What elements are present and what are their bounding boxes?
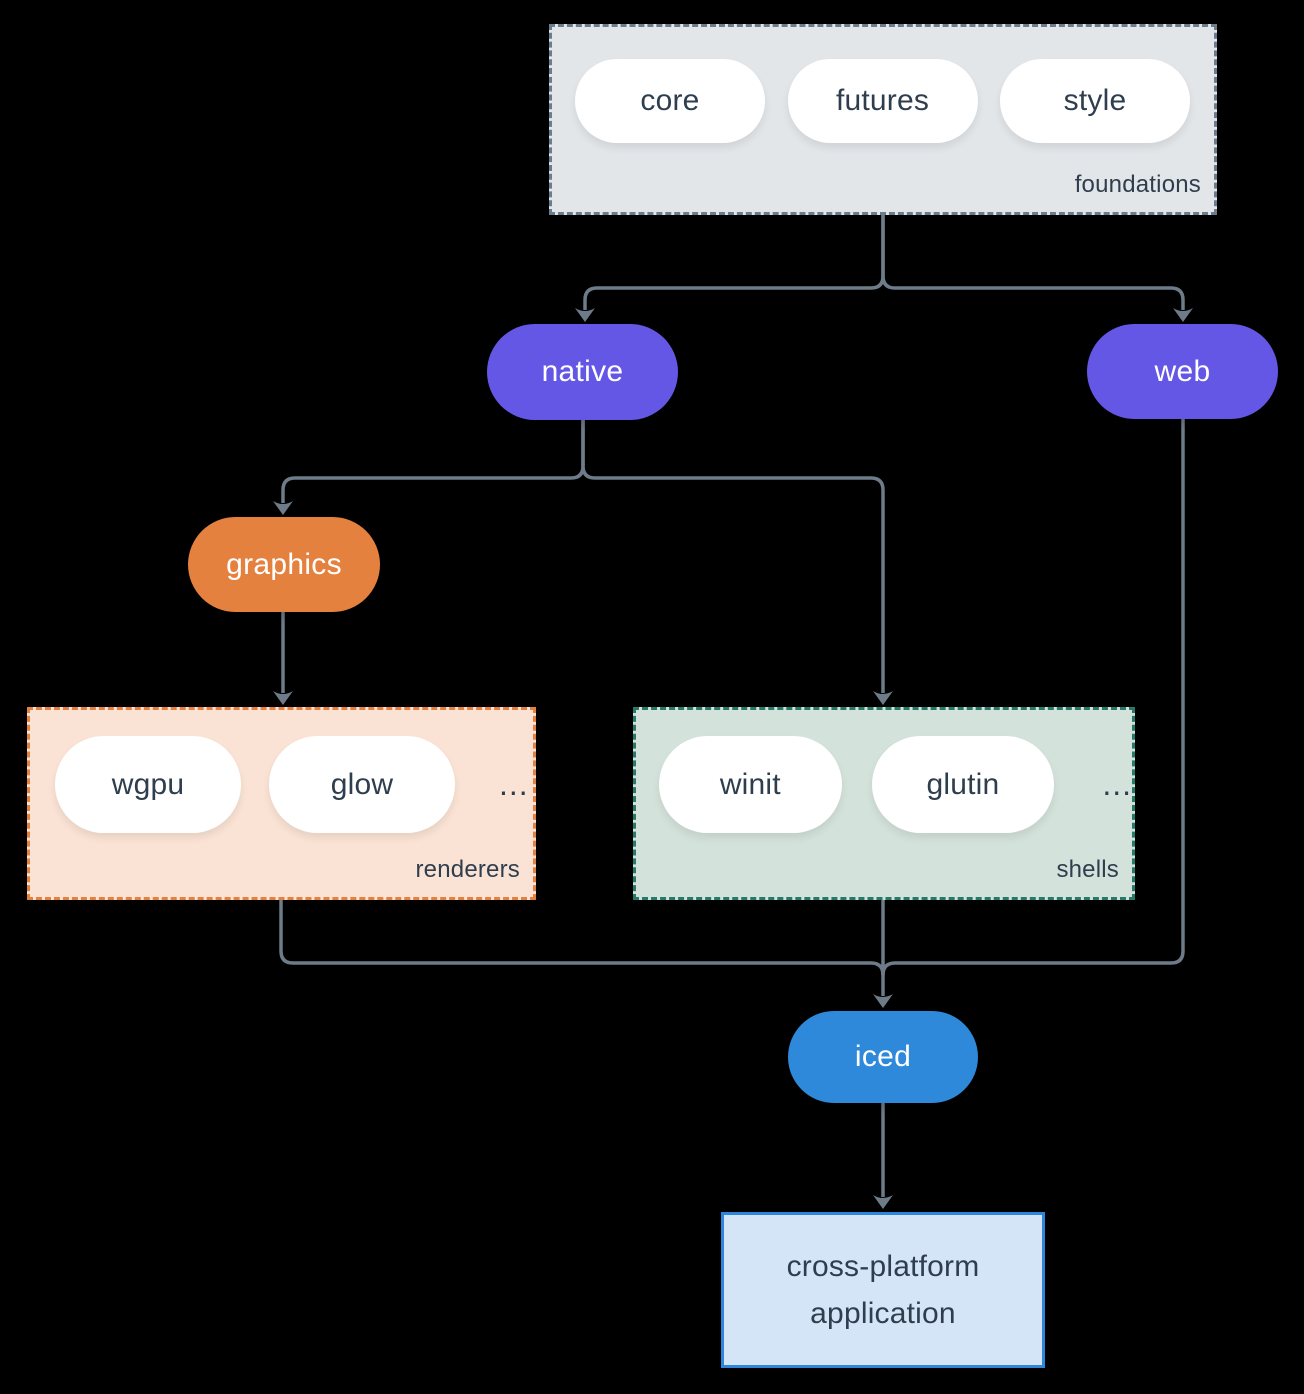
foundations-group-box: core futures style foundations [549, 24, 1217, 215]
edge-foundations-to-native [583, 215, 885, 310]
arrowhead-renderers [273, 691, 293, 705]
arrowhead-application [873, 1195, 893, 1209]
node-cross-platform-application: cross-platform application [721, 1212, 1045, 1368]
shells-group-box: winit glutin ... shells [633, 707, 1135, 900]
renderers-group-box: wgpu glow ... renderers [27, 707, 536, 900]
arrowhead-web [1173, 308, 1193, 322]
renderers-pill-row: wgpu glow ... [30, 710, 533, 833]
shells-ellipsis: ... [1102, 766, 1132, 802]
node-core: core [575, 59, 765, 143]
renderers-ellipsis: ... [499, 766, 529, 802]
node-graphics: graphics [188, 517, 380, 612]
node-glow: glow [269, 736, 455, 833]
arrowhead-graphics [273, 501, 293, 515]
foundations-group-label: foundations [1074, 171, 1201, 198]
foundations-pill-row: core futures style [552, 27, 1214, 143]
node-winit: winit [659, 736, 842, 833]
node-iced: iced [788, 1011, 978, 1103]
node-futures: futures [787, 59, 978, 143]
node-style: style [1000, 59, 1190, 143]
node-glutin: glutin [871, 736, 1055, 833]
arrowhead-native [575, 308, 595, 322]
node-wgpu: wgpu [55, 736, 241, 833]
edge-renderers-to-iced [279, 900, 885, 976]
arrowhead-iced [873, 994, 893, 1008]
shells-group-label: shells [1056, 856, 1119, 883]
edge-native-to-shells [581, 420, 885, 693]
edge-native-to-graphics [281, 420, 585, 503]
node-native: native [487, 324, 678, 420]
shells-pill-row: winit glutin ... [636, 710, 1132, 833]
renderers-group-label: renderers [415, 856, 520, 883]
edge-foundations-to-web [881, 215, 1185, 310]
arrowhead-shells [873, 691, 893, 705]
application-label-line1: cross-platform [786, 1250, 980, 1283]
node-web: web [1087, 324, 1278, 419]
application-label-line2: application [810, 1297, 956, 1330]
